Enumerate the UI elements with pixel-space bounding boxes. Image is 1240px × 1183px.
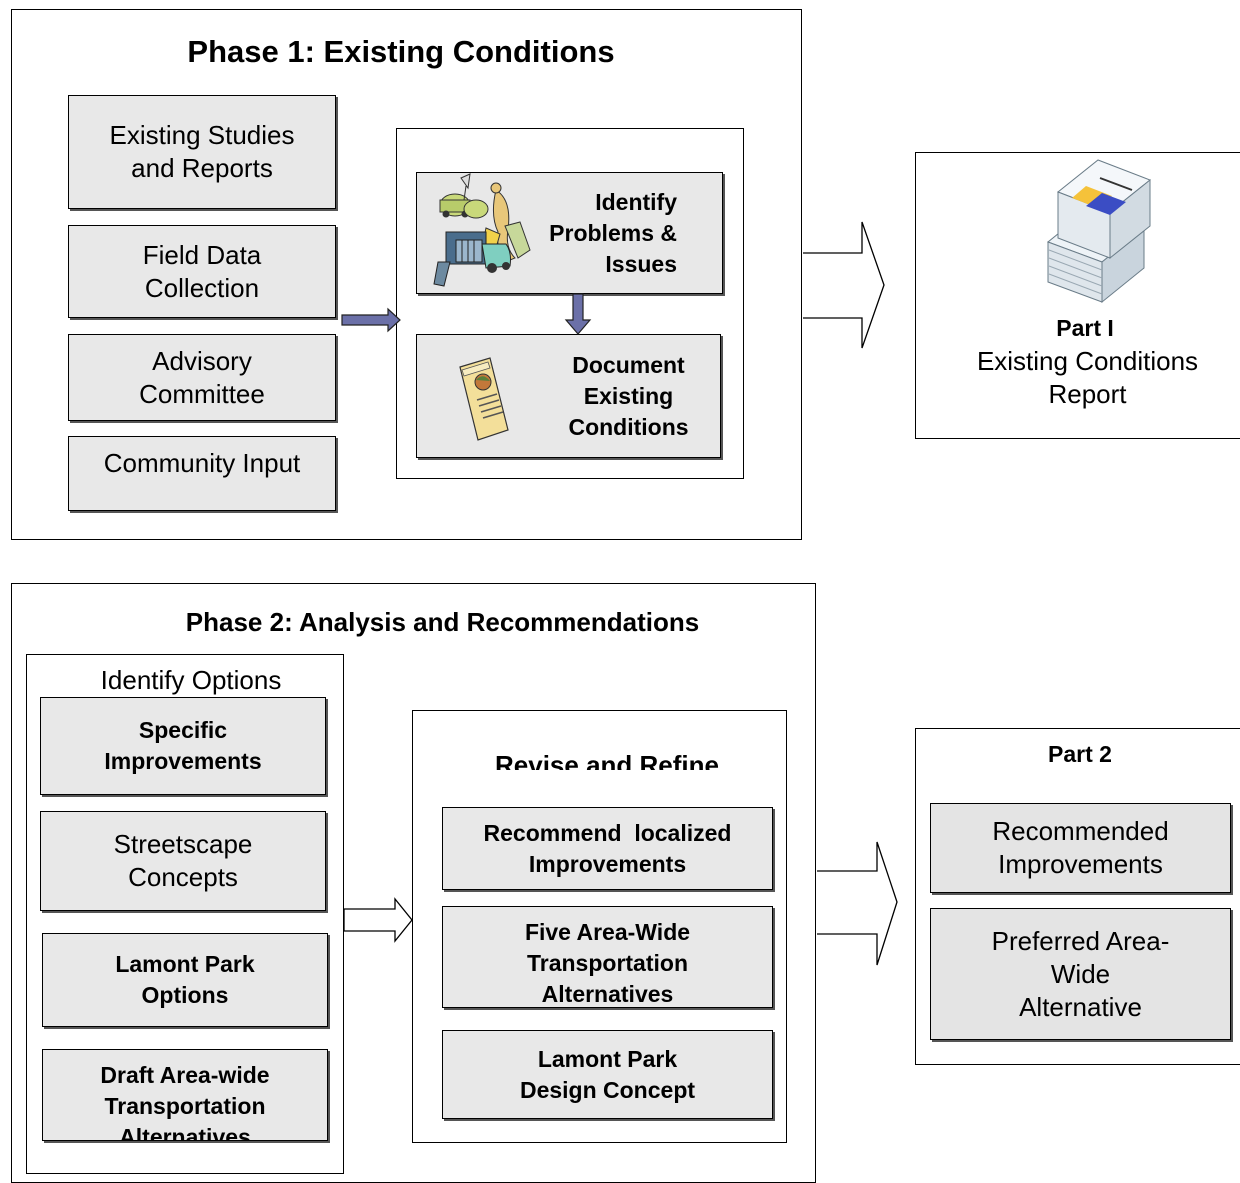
part2-title: Part 2 — [1048, 741, 1112, 767]
phase2-title: Phase 2: Analysis and Recommendations — [185, 607, 700, 637]
arrow-identify-to-document — [564, 293, 592, 335]
input-community: Community Input — [68, 436, 336, 511]
arrow-inputs-to-process — [341, 307, 401, 333]
part2-preferred: Preferred Area- Wide Alternative — [930, 908, 1231, 1040]
refine-lamont-design: Lamont Park Design Concept — [442, 1030, 773, 1119]
refine-recommend-localized: Recommend localized Improvements — [442, 807, 773, 890]
refine-five-alternatives: Five Area-Wide Transportation Alternativ… — [442, 906, 773, 1008]
input-advisory-committee: Advisory Committee — [68, 334, 336, 421]
part1-subtitle: Existing Conditions Report — [976, 346, 1199, 409]
refine-title-clip: Revise and Refine — [495, 750, 719, 770]
options-title: Identify Options — [100, 665, 282, 695]
arrow-phase2-to-part2 — [817, 841, 898, 966]
arrow-phase1-to-part1 — [803, 221, 885, 349]
option-draft-alternatives: Draft Area-wide Transportation Alternati… — [42, 1049, 328, 1141]
report-stack-icon — [1047, 159, 1151, 304]
option-specific-improvements: Specific Improvements — [40, 697, 326, 795]
traffic-clipart-icon — [433, 173, 531, 287]
part1-title: Part I — [1056, 315, 1114, 341]
input-existing-studies: Existing Studies and Reports — [68, 95, 336, 209]
document-clipart-icon — [459, 357, 509, 441]
option-lamont-park: Lamont Park Options — [42, 933, 328, 1027]
arrow-options-to-refine — [343, 897, 413, 943]
phase1-title: Phase 1: Existing Conditions — [187, 34, 615, 69]
input-field-data: Field Data Collection — [68, 225, 336, 318]
part2-recommended: Recommended Improvements — [930, 803, 1231, 893]
option-streetscape: Streetscape Concepts — [40, 811, 326, 911]
